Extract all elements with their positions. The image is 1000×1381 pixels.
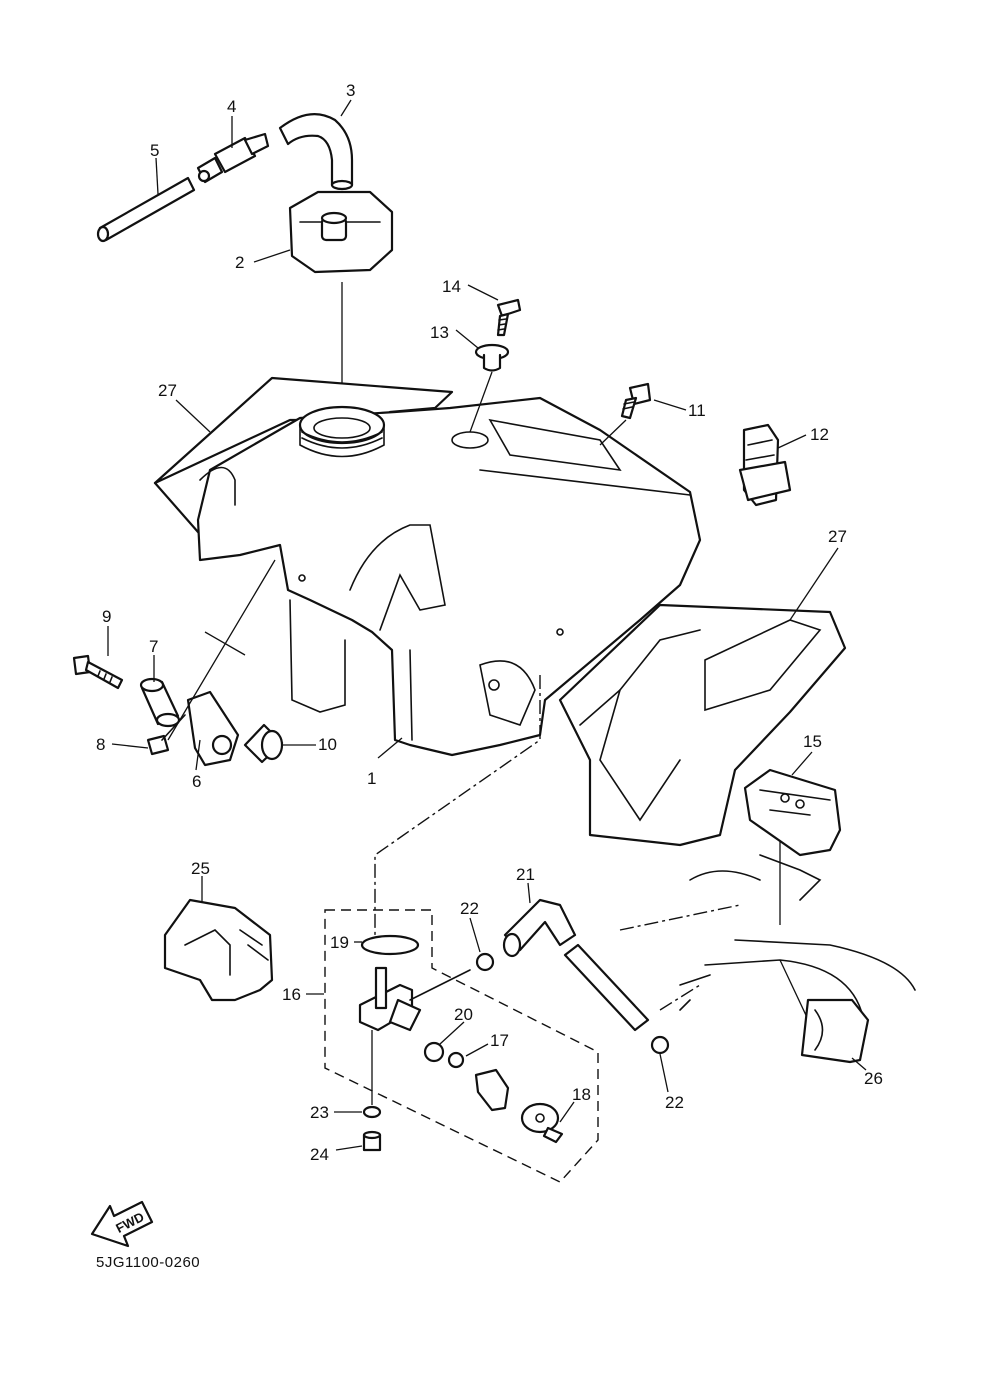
callout-13: 13 — [430, 323, 449, 342]
part-17-oring — [447, 1051, 465, 1069]
callout-21: 21 — [516, 865, 535, 884]
callout-3: 3 — [346, 81, 355, 100]
callout-2: 2 — [235, 253, 244, 272]
callout-12: 12 — [810, 425, 829, 444]
part-8-bolt — [146, 559, 276, 756]
fuel-cock — [358, 966, 471, 1105]
callout-5: 5 — [150, 141, 159, 160]
part-12-clip — [738, 423, 792, 507]
callout-26: 26 — [864, 1069, 883, 1088]
part-13-collar — [469, 343, 510, 433]
callout-22a: 22 — [460, 899, 479, 918]
part-17-lever — [474, 1068, 510, 1112]
callout-19: 19 — [330, 933, 349, 952]
diagram-code: 5JG1100-0260 — [96, 1254, 201, 1271]
part-14-screw — [496, 298, 522, 337]
part-7-damper — [139, 677, 181, 728]
callout-20: 20 — [454, 1005, 473, 1024]
part-18-plate — [520, 1102, 564, 1144]
callout-9: 9 — [102, 607, 111, 626]
callout-8: 8 — [96, 735, 105, 754]
part-22-clip — [475, 952, 495, 972]
part-4-valve — [196, 132, 270, 184]
part-9-bolt — [72, 654, 124, 690]
part-25-protector — [163, 898, 274, 1002]
part-11-bolt — [599, 382, 652, 446]
part-19-packing — [360, 934, 420, 956]
part-1-fuel-tank — [196, 396, 702, 757]
part-3-hose — [278, 112, 354, 191]
forward-arrow: FWD — [90, 1200, 154, 1248]
callout-18: 18 — [572, 1085, 591, 1104]
callout-numbers: 1 2 3 4 5 6 7 8 9 10 11 12 13 14 15 16 1… — [96, 81, 883, 1164]
part-24-screw — [362, 1130, 382, 1152]
callout-14: 14 — [442, 277, 461, 296]
leader-lines — [107, 99, 867, 1151]
part-26-guard — [800, 998, 870, 1064]
part-20-seal — [423, 1041, 445, 1063]
callout-10: 10 — [318, 735, 337, 754]
part-27-right-shroud — [558, 603, 847, 847]
callout-24: 24 — [310, 1145, 329, 1164]
assembly-line-tank-to-cock — [374, 675, 541, 940]
part-23-washer — [362, 1105, 382, 1119]
part-15-guide — [743, 768, 842, 857]
part-21-hose — [502, 898, 670, 1055]
callout-1: 1 — [367, 769, 376, 788]
callout-27b: 27 — [828, 527, 847, 546]
callout-4: 4 — [227, 97, 236, 116]
part-5-hose — [96, 176, 196, 243]
callout-16: 16 — [282, 985, 301, 1004]
callout-6: 6 — [192, 772, 201, 791]
frame-outline — [619, 840, 916, 1031]
callout-27a: 27 — [158, 381, 177, 400]
part-2-cap — [288, 190, 394, 400]
callout-11: 11 — [688, 401, 706, 420]
callout-23: 23 — [310, 1103, 329, 1122]
callout-22b: 22 — [665, 1093, 684, 1112]
callout-17: 17 — [490, 1031, 509, 1050]
callout-15: 15 — [803, 732, 822, 751]
part-10-collar — [243, 723, 284, 764]
callout-25: 25 — [191, 859, 210, 878]
part-16-assembly-box — [324, 909, 599, 1183]
callout-7: 7 — [149, 637, 158, 656]
part-6-bracket — [186, 690, 240, 767]
